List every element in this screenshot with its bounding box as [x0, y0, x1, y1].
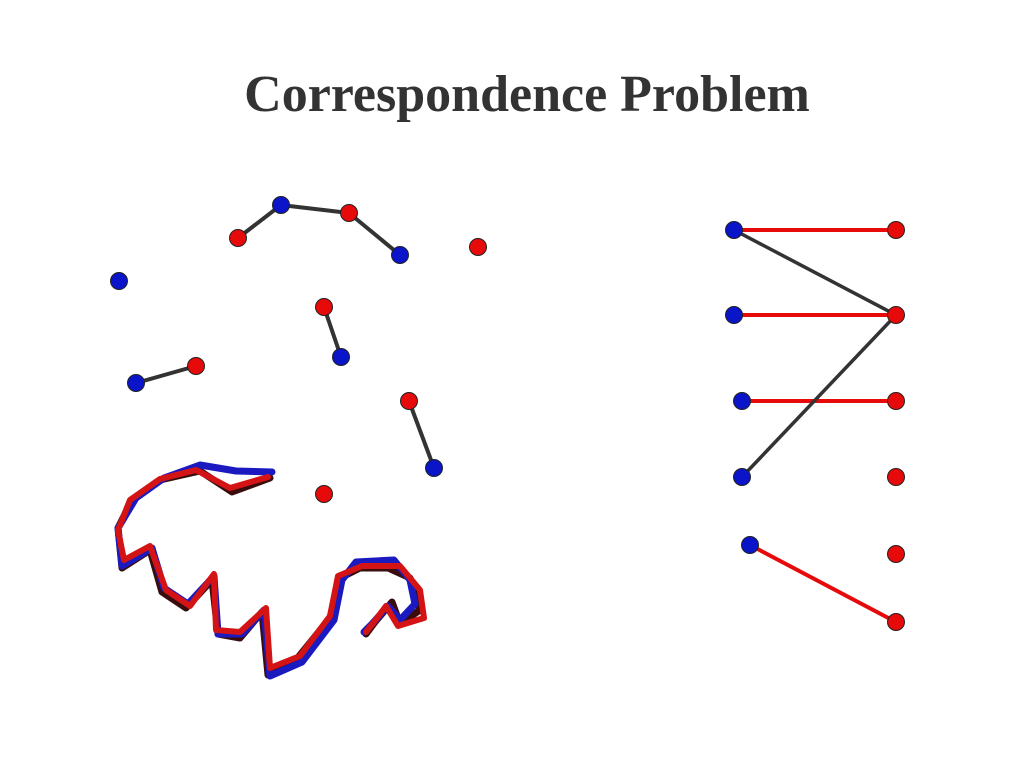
left-node-blue [733, 468, 751, 486]
right-node-red [887, 392, 905, 410]
pair-link [236, 203, 283, 240]
slide-title: Correspondence Problem [244, 66, 810, 123]
left-node-blue [733, 392, 751, 410]
right-node-red [887, 613, 905, 631]
pair-link [135, 364, 197, 385]
right-node-red [887, 306, 905, 324]
pair-link [407, 400, 436, 469]
chain-red [115, 467, 427, 671]
match-line-dark [740, 313, 898, 479]
red-point [469, 238, 487, 256]
left-node-blue [725, 221, 743, 239]
blue-point [127, 374, 145, 392]
right-node-red [887, 545, 905, 563]
blue-point [391, 246, 409, 264]
left-node-blue [741, 536, 759, 554]
blue-point [332, 348, 350, 366]
red-point [187, 357, 205, 375]
pair-link [347, 211, 402, 257]
bipartite-matching [725, 221, 905, 631]
red-point [315, 485, 333, 503]
match-line-red [749, 543, 897, 624]
red-point [400, 392, 418, 410]
blue-point [272, 196, 290, 214]
blue-point [110, 272, 128, 290]
left-node-blue [725, 306, 743, 324]
red-point [229, 229, 247, 247]
red-point [340, 204, 358, 222]
pair-link [280, 203, 350, 215]
red-point [315, 298, 333, 316]
blue-point [425, 459, 443, 477]
right-node-red [887, 468, 905, 486]
scatter-pairs [110, 196, 487, 503]
match-line-dark [733, 228, 897, 317]
right-node-red [887, 221, 905, 239]
overlaid-chains [114, 461, 427, 680]
